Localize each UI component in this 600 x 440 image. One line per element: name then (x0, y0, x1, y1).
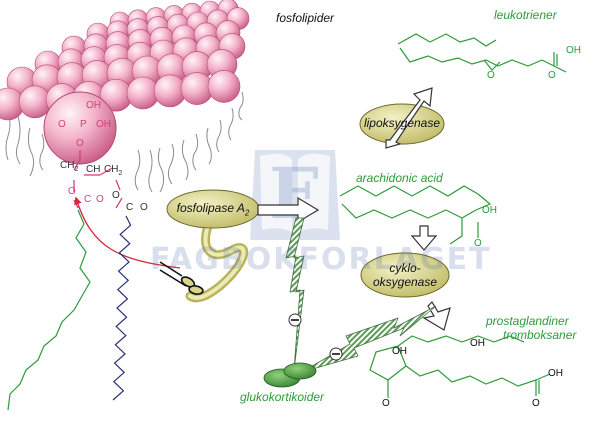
label-arachidonic-acid: arachidonic acid (356, 171, 443, 185)
oh-label-right: OH (96, 119, 111, 130)
enzyme-cyklo-line1: cyklo- (389, 261, 421, 275)
arachidonic-oh: OH (482, 205, 497, 216)
arachidonic-acid-molecule (339, 185, 492, 245)
enzyme-lipoksygenase: lipoksygenase (363, 116, 441, 130)
saturated-chain (112, 215, 132, 401)
ester-o-left: O (68, 186, 76, 197)
cyclooxygenase-blob (360, 252, 450, 298)
membrane-tails (5, 91, 244, 193)
label-prostaglandiner: prostaglandiner (486, 314, 569, 328)
leukotriene-molecule (397, 33, 567, 73)
ester-o-right: O (112, 190, 120, 201)
ch2-label-right: CH2 (104, 164, 123, 177)
enzyme-cyklo-line2: oksygenase (372, 275, 438, 289)
leukotriene-o: O (548, 70, 556, 81)
enzyme-fosfolipase-a2: fosfolipase A2 (176, 201, 250, 218)
ch-label: CH (86, 164, 101, 175)
prostaglandin-ho: OH (392, 346, 407, 357)
cleavage-arrow (74, 196, 181, 269)
watermark-text: FAGBOKFORLAGET (150, 242, 492, 277)
ester-o-left-2: O (96, 194, 104, 205)
label-glukokortikoider: glukokortikoider (240, 390, 325, 404)
arachidonyl-chain (7, 209, 91, 411)
label-tromboksaner: tromboksaner (503, 328, 577, 342)
membrane-sphere (207, 70, 241, 103)
watermark-logo-letter: F (269, 152, 319, 235)
glycerol-backbone (73, 150, 123, 209)
prostaglandin-acid-o: O (532, 398, 540, 409)
process-arrows (257, 87, 451, 331)
prostaglandin-oh: OH (470, 338, 485, 349)
arachidonic-o: O (474, 238, 482, 249)
inhibition-markers (288, 313, 343, 361)
enzyme-cyklooksygenase: cyklo- oksygenase (361, 261, 449, 289)
membrane-sphere-layer (0, 0, 250, 121)
ester-o-right-2: O (140, 202, 148, 213)
phospholipid-head (43, 91, 117, 165)
p-label: P (80, 119, 87, 130)
o-label-bottom: O (76, 138, 84, 149)
ester-c-left: C (84, 194, 92, 205)
label-leukotriener: leukotriener (494, 8, 557, 22)
prostaglandin-molecule (369, 335, 551, 398)
glucocorticoid-pill (263, 362, 317, 388)
ester-c-right: C (126, 202, 134, 213)
ch2-label-left: CH2 (60, 160, 79, 173)
oh-label-top: OH (86, 100, 101, 111)
o-label-left: O (58, 119, 66, 130)
leukotriene-epoxide-o: O (487, 70, 495, 81)
prostaglandin-o: O (382, 398, 390, 409)
leukotriene-oh: OH (566, 45, 581, 56)
scissors-icon (159, 261, 204, 295)
label-fosfolipider: fosfolipider (276, 11, 335, 25)
prostaglandin-acid-oh: OH (548, 368, 563, 379)
